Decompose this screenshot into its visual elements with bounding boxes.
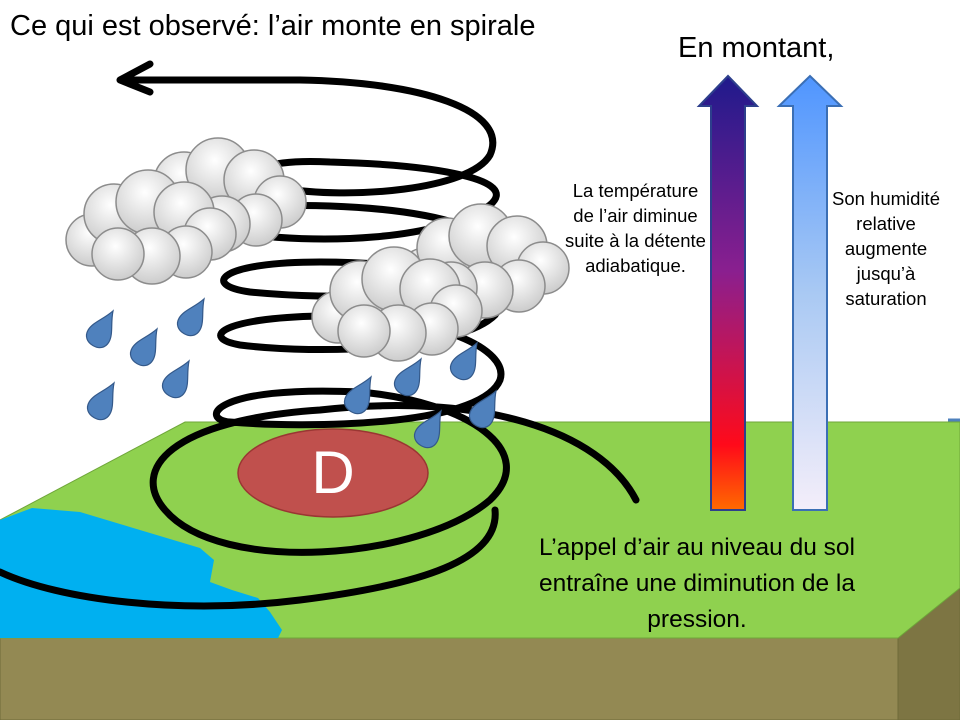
ground-front-face (0, 637, 899, 720)
diagram-title: Ce qui est observé: l’air monte en spira… (10, 10, 536, 42)
raindrop (85, 309, 114, 349)
raindrop (413, 409, 442, 449)
low-pressure-zone (237, 428, 429, 518)
storm-clouds (65, 137, 570, 362)
raindrop (393, 357, 422, 397)
raindrop (343, 375, 372, 415)
temperature-caption: La température de l’air diminue suite à … (565, 180, 706, 276)
raindrop (176, 297, 205, 337)
ground-caption: L’appel d’air au niveau du sol entraîne … (538, 534, 855, 633)
raindrops (85, 297, 497, 449)
raindrop (129, 327, 158, 367)
temperature-arrow (696, 74, 760, 511)
humidity-caption: Son humidité relative augmente jusqu’à s… (832, 188, 940, 309)
raindrop (468, 389, 497, 429)
humidity-arrow (776, 74, 844, 511)
rising-label: En montant, (678, 32, 835, 64)
raindrop (161, 359, 190, 399)
low-pressure-label: D (311, 439, 355, 506)
raindrop (86, 381, 115, 421)
raindrop (449, 341, 478, 381)
